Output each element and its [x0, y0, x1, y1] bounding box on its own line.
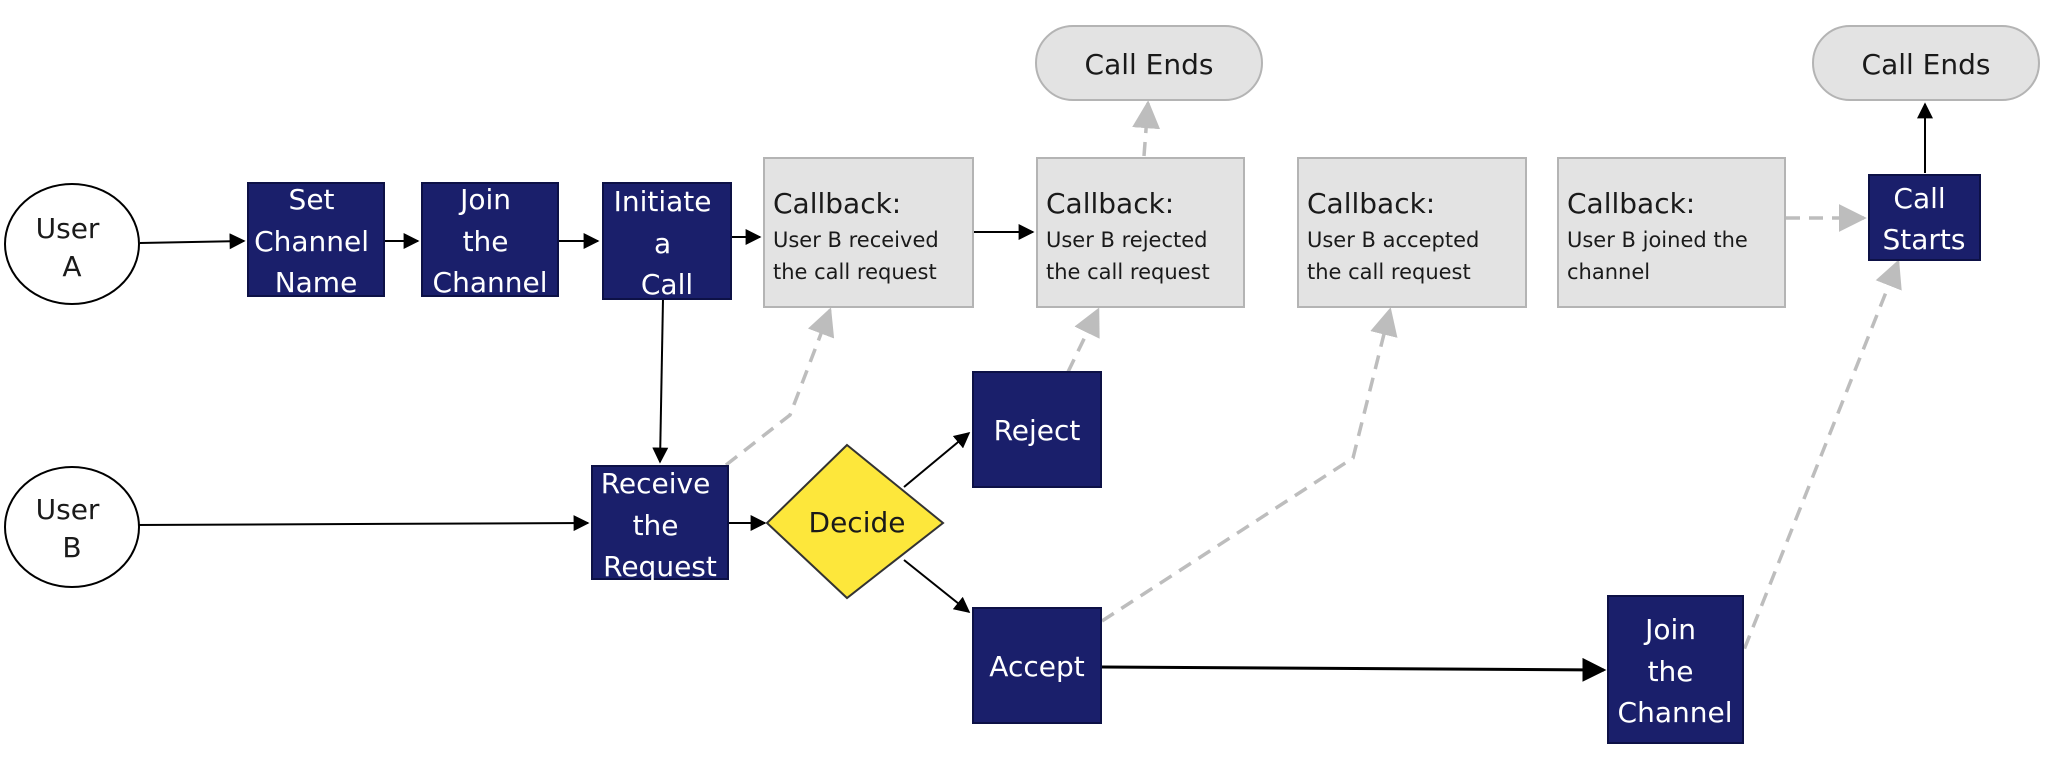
callback-joined-line-1: User B joined the: [1567, 228, 1748, 252]
callback-rejected-line-2: the call request: [1046, 260, 1210, 284]
svg-text:Call Ends: Call Ends: [1085, 48, 1214, 81]
solid-connectors: [133, 102, 1933, 682]
join-channel-a-node: Join the Channel: [421, 182, 559, 299]
call-ends-node-2: Call Ends: [1812, 25, 2040, 101]
user-b-node: User B: [4, 466, 140, 588]
edge-decide-to-accept: [903, 559, 971, 613]
callback-received-line-2: the call request: [773, 260, 937, 284]
callback-received-node: Callback: User B received the call reque…: [763, 157, 974, 308]
set-channel-line-3: Name: [275, 266, 358, 299]
svg-text:Join the Channel: Join the Channel: [1618, 613, 1733, 729]
svg-text:Callback:: Callback:: [1046, 187, 1174, 220]
edge-rejected-to-callends: [1132, 100, 1161, 157]
receive-line-1: Receive: [601, 467, 711, 500]
join-a-line-3: Channel: [433, 266, 548, 299]
join-b-line-1: Join: [1643, 613, 1696, 646]
svg-text:Call Ends: Call Ends: [1862, 48, 1991, 81]
svg-text:Reject: Reject: [994, 414, 1081, 447]
svg-text:Receive the Reques: Receive the Request: [601, 467, 720, 583]
svg-text:Callback:: Callback:: [773, 187, 901, 220]
svg-text:Callback:: Callback:: [1567, 187, 1695, 220]
decide-label: Decide: [809, 506, 906, 539]
set-channel-line-2: Channel: [254, 225, 369, 258]
svg-text:User B received the call: User B received the call request: [773, 228, 945, 284]
receive-line-2: the: [633, 509, 679, 542]
callback-rejected-line-1: User B rejected: [1046, 228, 1208, 252]
edge-join-b-to-callstarts: [1734, 259, 1902, 671]
receive-line-3: Request: [603, 550, 717, 583]
join-channel-b-node: Join the Channel: [1607, 595, 1744, 744]
callback-rejected-node: Callback: User B rejected the call reque…: [1036, 157, 1245, 308]
reject-label: Reject: [994, 414, 1081, 447]
join-b-line-2: the: [1648, 655, 1694, 688]
join-b-line-3: Channel: [1618, 696, 1733, 729]
edge-initiate-to-receive: [652, 298, 669, 464]
svg-text:User B joined the channe: User B joined the channel: [1567, 228, 1755, 284]
call-starts-line-1: Call: [1893, 182, 1945, 215]
call-ends-1-label: Call Ends: [1085, 48, 1214, 81]
callback-accepted-node: Callback: User B accepted the call reque…: [1297, 157, 1527, 308]
dashed-connectors: [724, 100, 1902, 671]
edge-reject-to-callback-rejected: [1066, 307, 1100, 373]
join-a-line-2: the: [463, 225, 509, 258]
reject-node: Reject: [972, 371, 1102, 488]
svg-text:Decide: Decide: [809, 506, 906, 539]
initiate-line-3: Call: [641, 268, 693, 301]
edge-userb-to-receive: [133, 515, 590, 532]
callback-received-line-1: User B received: [773, 228, 939, 252]
accept-node: Accept: [972, 607, 1102, 724]
user-b-line-1: User: [36, 493, 100, 526]
svg-text:Join the Channel: Join the Channel: [433, 183, 548, 299]
callback-joined-title: Callback:: [1567, 187, 1695, 220]
svg-text:User B: User B: [36, 493, 109, 564]
initiate-line-1: Initiate: [614, 185, 712, 218]
callback-accepted-line-1: User B accepted: [1307, 228, 1479, 252]
edge-accept-to-callback-accepted: [1101, 307, 1398, 623]
join-a-line-1: Join: [458, 183, 511, 216]
callback-joined-node: Callback: User B joined the channel: [1557, 157, 1786, 308]
call-ends-node-1: Call Ends: [1035, 25, 1263, 101]
user-a-node: User A: [4, 183, 140, 305]
edge-decide-to-reject: [903, 431, 971, 488]
svg-text:Call Starts: Call Starts: [1883, 182, 1966, 256]
svg-text:Accept: Accept: [989, 650, 1084, 683]
call-starts-node: Call Starts: [1868, 174, 1981, 261]
accept-label: Accept: [989, 650, 1084, 683]
callback-rejected-title: Callback:: [1046, 187, 1174, 220]
receive-request-node: Receive the Request: [591, 465, 729, 583]
user-a-line-2: A: [62, 250, 81, 283]
edge-receive-to-callback-received: [724, 307, 835, 467]
edge-accept-to-join-b: [1101, 657, 1607, 682]
svg-text:User B accepted the call: User B accepted the call request: [1307, 228, 1486, 284]
svg-text:Callback:: Callback:: [1307, 187, 1435, 220]
callback-received-title: Callback:: [773, 187, 901, 220]
svg-text:Initiate a Call: Initiate a Call: [614, 185, 721, 301]
call-ends-2-label: Call Ends: [1862, 48, 1991, 81]
set-channel-line-1: Set: [289, 183, 335, 216]
initiate-line-2: a: [654, 227, 671, 260]
callback-joined-line-2: channel: [1567, 260, 1650, 284]
svg-text:User A: User A: [36, 212, 109, 283]
decide-node: Decide: [765, 443, 945, 600]
callback-accepted-line-2: the call request: [1307, 260, 1471, 284]
svg-text:Set Channel Name: Set Channel Name: [254, 183, 378, 299]
callback-accepted-title: Callback:: [1307, 187, 1435, 220]
set-channel-name-node: Set Channel Name: [247, 182, 385, 299]
user-b-line-2: B: [62, 531, 81, 564]
call-starts-line-2: Starts: [1883, 223, 1966, 256]
svg-text:User B rejected the call: User B rejected the call request: [1046, 228, 1214, 284]
initiate-call-node: Initiate a Call: [602, 182, 732, 301]
user-a-line-1: User: [36, 212, 100, 245]
edge-usera-to-setchannel: [139, 233, 246, 250]
